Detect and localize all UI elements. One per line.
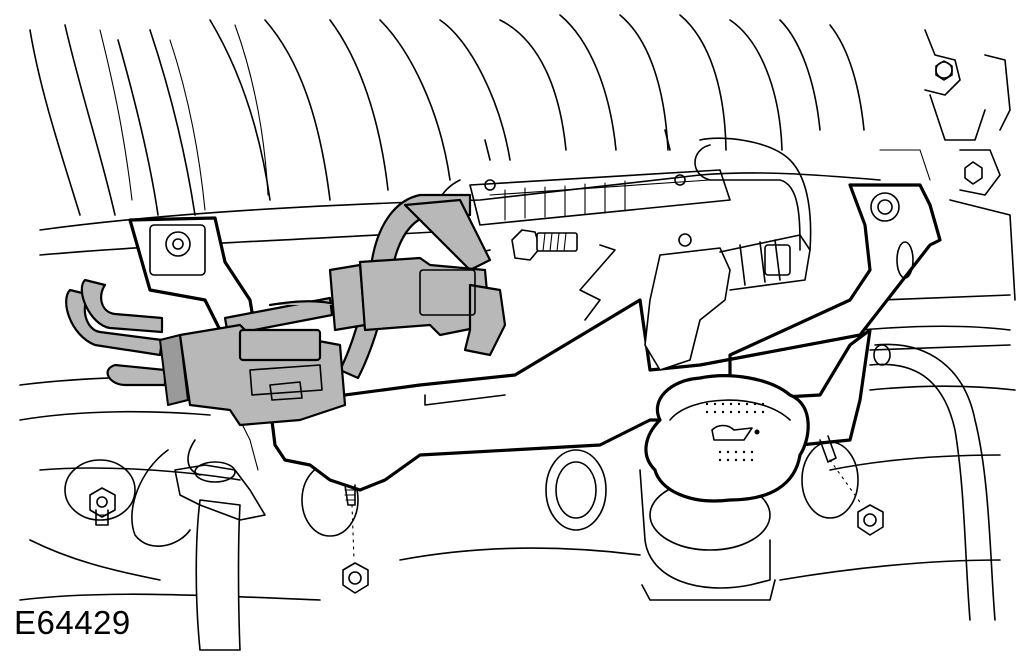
nut-right (819, 435, 884, 536)
cap-dots (705, 402, 765, 462)
connector-left (159, 323, 347, 427)
right-side-components (879, 29, 1016, 301)
nut-left (342, 484, 369, 594)
intake-manifold-runners (29, 14, 865, 216)
wiring-harness (65, 193, 492, 387)
bolt (511, 229, 616, 321)
lower-hose (131, 419, 266, 651)
right-hose (869, 343, 996, 621)
valve-assembly (644, 137, 812, 371)
connector-right (328, 256, 507, 357)
upper-fittings (484, 129, 692, 247)
figure-id-label: E64429 (14, 604, 131, 641)
bracket-tab-left (128, 216, 257, 347)
stud-lower-left (89, 487, 116, 526)
oil-filler-cap (644, 374, 810, 503)
